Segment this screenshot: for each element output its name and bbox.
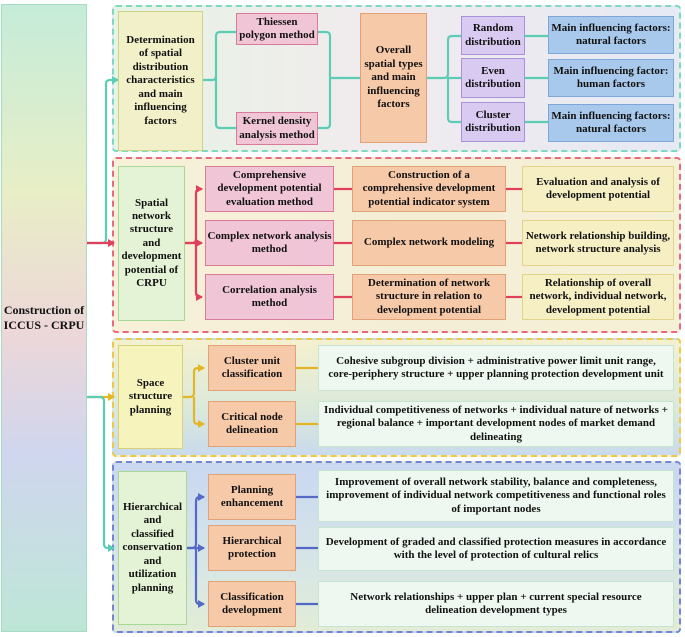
sec2-method-3: Correlation analysis method <box>205 274 334 320</box>
sec4-item-planning: Planning enhancement <box>208 474 296 520</box>
sec1-factor-1: Main influencing factors: natural factor… <box>548 16 674 54</box>
sec4-detail-3: Network relationships + upper plan + cur… <box>318 581 674 627</box>
root-label: Construction of ICCUS - CRPU <box>3 303 85 332</box>
sec2-title-box: Spatial network structure and developmen… <box>118 166 185 321</box>
sec3-item-cluster: Cluster unit classification <box>208 345 296 391</box>
sec2-step-3: Determination of network structure in re… <box>352 274 506 320</box>
sec1-factor-2: Main influencing factor: human factors <box>548 59 674 97</box>
sec4-item-classification: Classification development <box>208 581 296 627</box>
sec2-step-1: Construction of a comprehensive developm… <box>352 166 506 212</box>
sec4-title-box: Hierarchical and classified conservation… <box>118 471 187 625</box>
sec2-result-1: Evaluation and analysis of development p… <box>522 166 674 212</box>
sec2-method-2: Complex network analysis method <box>205 220 334 266</box>
sec1-dist-random: Random distribution <box>461 16 525 55</box>
sec3-item-critical: Critical node delineation <box>208 401 296 447</box>
sec4-item-hierarchical: Hierarchical protection <box>208 525 296 571</box>
sec2-step-2: Complex network modeling <box>352 220 506 266</box>
sec1-method-kernel: Kernel density analysis method <box>236 112 318 145</box>
sec4-detail-1: Improvement of overall network stability… <box>318 470 674 522</box>
sec1-center-box: Overall spatial types and main influenci… <box>360 13 427 143</box>
sec2-result-2: Network relationship building, network s… <box>522 220 674 266</box>
root-node: Construction of ICCUS - CRPU <box>1 4 87 632</box>
sec1-dist-cluster: Cluster distribution <box>461 102 525 142</box>
sec1-factor-3: Main influencing factors: natural factor… <box>548 104 674 142</box>
sec3-title-box: Space structure planning <box>118 345 183 449</box>
sec1-title: Determination of spatial distribution ch… <box>126 34 195 127</box>
sec2-result-3: Relationship of overall network, individ… <box>522 274 674 320</box>
sec1-title-box: Determination of spatial distribution ch… <box>118 11 203 151</box>
sec1-method-thiessen: Thiessen polygon method <box>236 13 318 45</box>
sec2-method-1: Comprehensive development potential eval… <box>205 166 334 212</box>
sec1-dist-even: Even distribution <box>461 58 525 98</box>
sec3-detail-1: Cohesive subgroup division + administrat… <box>318 345 674 391</box>
sec3-detail-2: Individual competitiveness of networks +… <box>318 401 674 447</box>
sec4-detail-2: Development of graded and classified pro… <box>318 527 674 571</box>
